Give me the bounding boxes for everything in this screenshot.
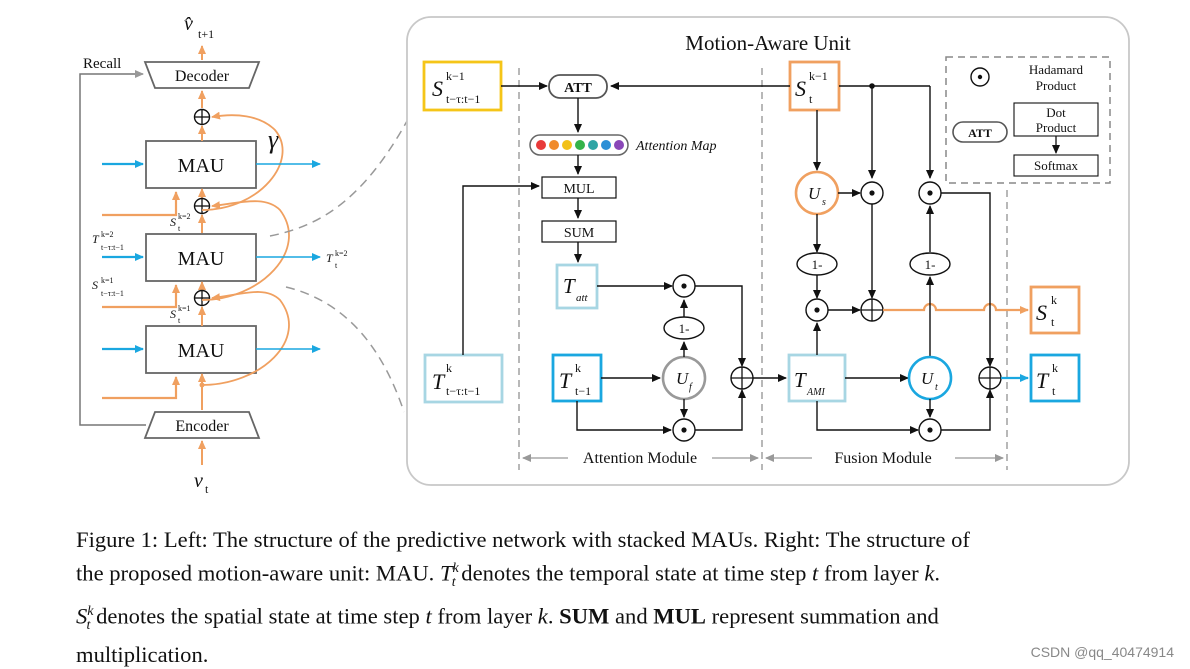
svg-text:t−τ:t−1: t−τ:t−1 — [446, 92, 480, 106]
svg-text:AMI: AMI — [806, 387, 825, 398]
svg-text:t: t — [1051, 315, 1055, 329]
output-sub: t+1 — [198, 27, 214, 41]
mau-block-top — [145, 140, 257, 189]
svg-text:k=2: k=2 — [101, 230, 114, 239]
svg-text:t: t — [1052, 384, 1056, 398]
svg-text:Product: Product — [1036, 120, 1077, 135]
svg-text:k: k — [575, 361, 581, 375]
svg-text:Product: Product — [1036, 78, 1077, 93]
legend-softmax-box — [1013, 154, 1099, 177]
svg-text:t: t — [809, 92, 813, 106]
attention-map-label: Attention Map — [635, 139, 717, 154]
svg-text:T: T — [794, 368, 807, 392]
left-network: v̂ t+1 Decoder Recall γ MAU MAU MAU — [79, 13, 423, 496]
output-label: v̂ — [184, 13, 193, 35]
svg-text:ATT: ATT — [564, 81, 592, 96]
svg-text:t: t — [178, 316, 181, 325]
svg-text:t: t — [178, 224, 181, 233]
svg-text:k=2: k=2 — [178, 212, 191, 221]
gamma-label: γ — [268, 125, 279, 154]
svg-text:f: f — [689, 382, 693, 393]
svg-text:U: U — [676, 369, 690, 388]
svg-text:1-: 1- — [812, 257, 823, 272]
svg-text:t: t — [335, 261, 338, 270]
svg-text:k: k — [446, 361, 452, 375]
svg-text:k=2: k=2 — [335, 249, 348, 258]
one-minus-fusion-t — [909, 252, 951, 276]
svg-text:T: T — [563, 274, 576, 298]
encoder-label: Encoder — [175, 418, 229, 435]
s-current-box — [788, 60, 841, 112]
svg-text:SUM: SUM — [564, 226, 595, 241]
t-out-label: T — [326, 251, 334, 265]
motion-aware-unit: Motion-Aware Unit Attention Module Fusio… — [406, 16, 1130, 486]
attention-dots — [536, 140, 624, 150]
s-in-label: S — [92, 278, 98, 292]
unit-title: Motion-Aware Unit — [685, 31, 851, 55]
svg-text:att: att — [576, 292, 589, 304]
input-sub: t — [205, 482, 209, 496]
input-label: v — [194, 470, 203, 492]
figure-caption: Figure 1: Left: The structure of the pre… — [76, 525, 1146, 669]
svg-text:k−1: k−1 — [809, 69, 828, 83]
svg-text:S: S — [432, 76, 443, 101]
sum-block — [541, 220, 617, 243]
attention-module-label: Attention Module — [583, 450, 697, 467]
att-legend-icon — [952, 121, 1008, 143]
s-output-box — [1029, 285, 1081, 335]
mau-block-mid — [145, 233, 257, 282]
fusion-module-label: Fusion Module — [834, 450, 931, 467]
legend-hadamard: Hadamard — [1029, 62, 1084, 77]
s-mid-lower-label: S — [170, 307, 176, 321]
figure-diagram: v̂ t+1 Decoder Recall γ MAU MAU MAU — [79, 13, 1130, 496]
svg-text:s: s — [822, 197, 826, 208]
t-history-box — [423, 353, 504, 404]
svg-text:T: T — [432, 369, 446, 394]
recall-label: Recall — [83, 56, 121, 72]
svg-text:ATT: ATT — [968, 126, 992, 140]
svg-text:k: k — [1052, 361, 1058, 375]
svg-text:MUL: MUL — [563, 182, 594, 197]
svg-text:k−1: k−1 — [446, 69, 465, 83]
legend-dot: Dot — [1046, 105, 1066, 120]
legend-dot-box — [1013, 102, 1099, 137]
svg-text:U: U — [808, 184, 822, 203]
recall-line — [79, 70, 146, 426]
caption-line-1: Figure 1: Left: The structure of the pre… — [76, 527, 970, 552]
svg-text:1-: 1- — [679, 321, 690, 336]
svg-text:1-: 1- — [925, 257, 936, 272]
svg-text:t−1: t−1 — [575, 384, 591, 398]
decoder-block — [143, 61, 261, 89]
mau-label: MAU — [178, 248, 225, 270]
s-mid-upper-label: S — [170, 215, 176, 229]
svg-text:k=1: k=1 — [178, 304, 191, 313]
svg-text:S: S — [1036, 300, 1047, 325]
mul-block — [541, 176, 617, 199]
decoder-label: Decoder — [175, 68, 230, 85]
svg-text:T: T — [1036, 368, 1050, 393]
t-output-box — [1029, 353, 1081, 403]
t-in-label: T — [92, 232, 100, 246]
mau-label: MAU — [178, 155, 225, 177]
svg-text:k: k — [1051, 293, 1057, 307]
svg-text:t: t — [935, 382, 938, 393]
svg-text:t−τ:t−1: t−τ:t−1 — [101, 289, 124, 298]
svg-text:k=1: k=1 — [101, 276, 114, 285]
svg-text:t−τ:t−1: t−τ:t−1 — [446, 384, 480, 398]
watermark: CSDN @qq_40474914 — [1030, 644, 1174, 660]
encoder-block — [143, 411, 261, 439]
svg-text:t−τ:t−1: t−τ:t−1 — [101, 243, 124, 252]
svg-text:U: U — [921, 369, 935, 388]
svg-text:T: T — [559, 368, 573, 393]
legend-softmax: Softmax — [1034, 158, 1079, 173]
mau-label: MAU — [178, 340, 225, 362]
svg-text:S: S — [795, 76, 806, 101]
